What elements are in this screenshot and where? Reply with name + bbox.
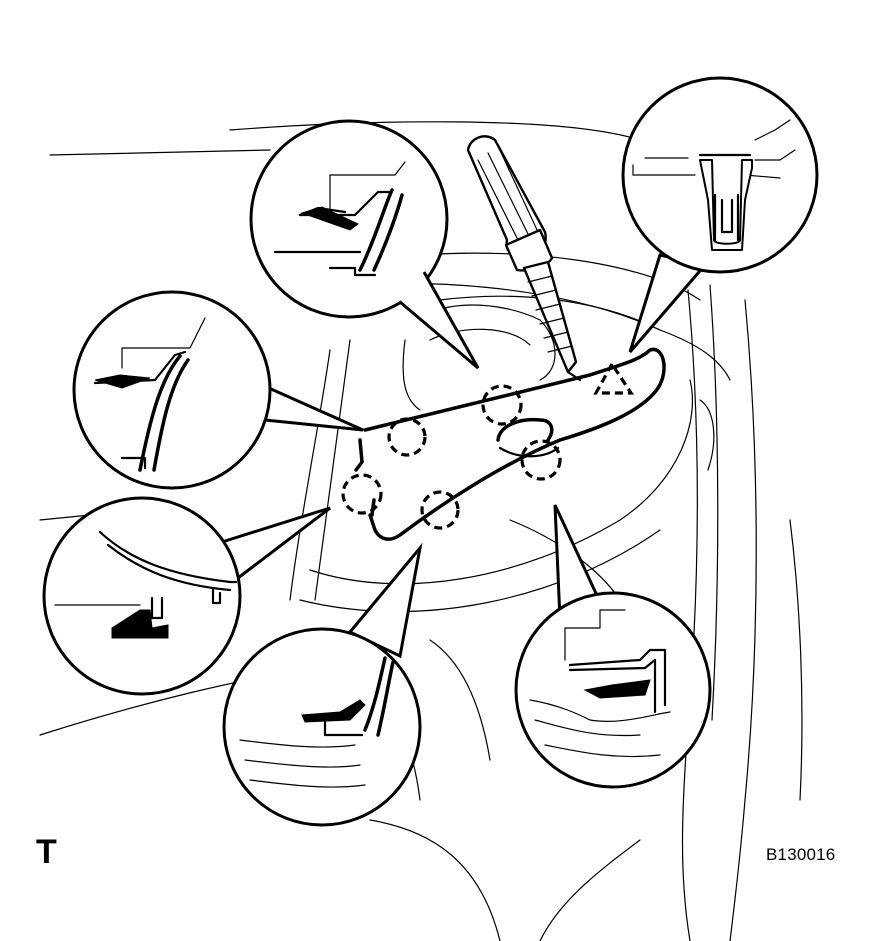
clip-markers xyxy=(341,360,634,530)
clip-marker-5 xyxy=(520,439,562,481)
callout-clip-left xyxy=(72,290,364,490)
callout-clip-bottom xyxy=(222,542,423,827)
clip-marker-1 xyxy=(387,417,427,457)
view-marker-label: T xyxy=(36,833,57,871)
pin-marker xyxy=(593,360,634,395)
screwdriver-icon xyxy=(466,135,582,382)
callout-clip-lower-left xyxy=(42,496,331,696)
figure-id-label: B130016 xyxy=(766,845,836,864)
callout-clip-top xyxy=(249,119,480,370)
callout-clip-right xyxy=(514,504,712,789)
clip-marker-4 xyxy=(420,490,460,530)
clip-marker-2 xyxy=(481,384,523,426)
callout-pin-top-right xyxy=(621,76,819,353)
clip-marker-3 xyxy=(341,473,383,515)
trim-panel-outline xyxy=(354,347,666,541)
